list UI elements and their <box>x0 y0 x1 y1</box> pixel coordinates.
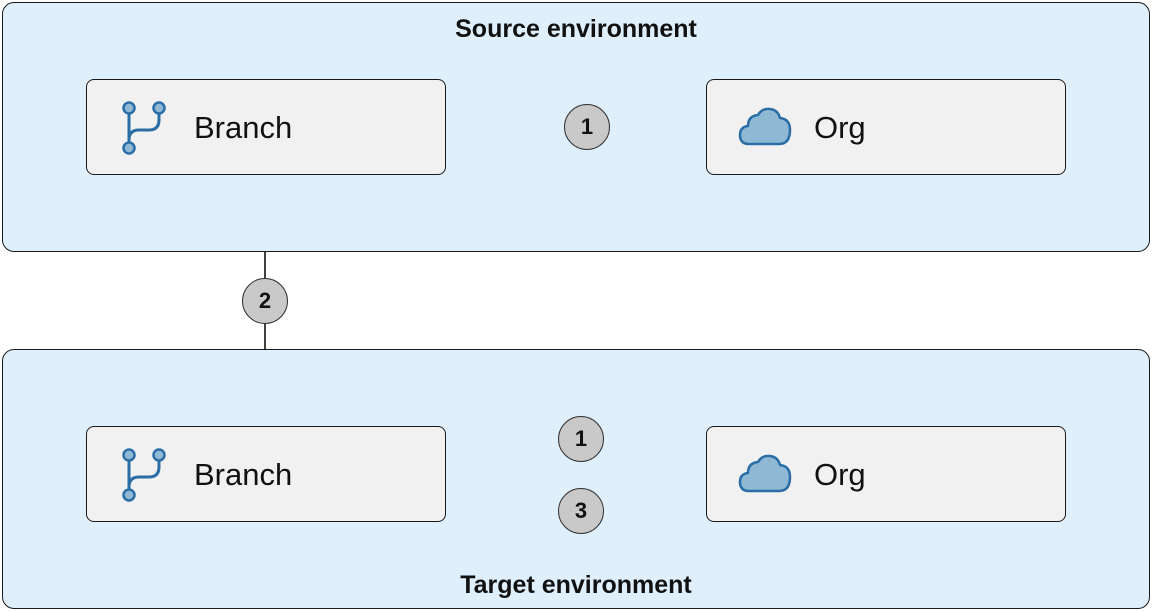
step-badge-target-deploy: 3 <box>558 488 604 534</box>
target-org-node: Org <box>706 426 1066 522</box>
source-environment-title: Source environment <box>455 15 697 43</box>
target-branch-node: Branch <box>86 426 446 522</box>
git-branch-icon <box>122 448 166 502</box>
cloud-icon <box>738 107 792 146</box>
step-badge-source-retrieve: 1 <box>564 104 610 150</box>
source-branch-label: Branch <box>194 110 293 145</box>
target-org-label: Org <box>814 457 866 492</box>
source-org-label: Org <box>814 110 866 145</box>
step-badge-target-retrieve: 1 <box>558 416 604 462</box>
source-org-node: Org <box>706 79 1066 175</box>
step-badge-migrate: 2 <box>242 278 288 324</box>
target-environment-title: Target environment <box>460 571 692 599</box>
target-branch-label: Branch <box>194 457 293 492</box>
source-branch-node: Branch <box>86 79 446 175</box>
cloud-icon <box>738 454 792 493</box>
git-branch-icon <box>122 101 166 155</box>
